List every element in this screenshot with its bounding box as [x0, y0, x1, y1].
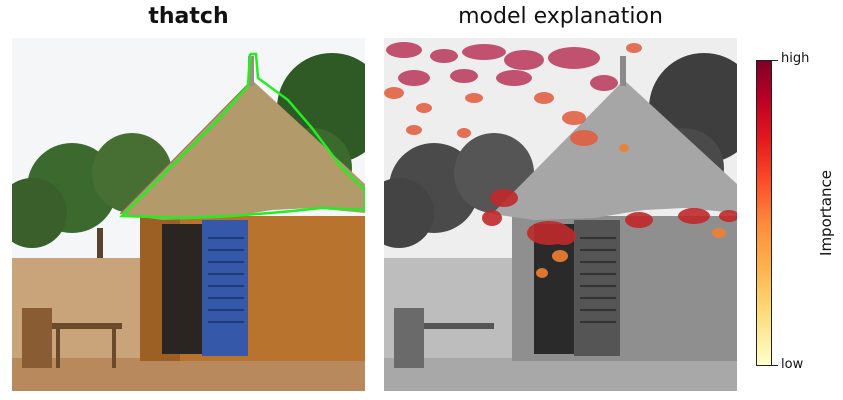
- hut-photo: [12, 38, 365, 391]
- colorbar-high-label: high: [781, 51, 810, 66]
- importance-colorbar: [756, 60, 772, 366]
- explanation-title: model explanation: [458, 4, 663, 29]
- colorbar-tick-high: [772, 60, 778, 61]
- colorbar-low-label: low: [781, 357, 804, 372]
- colorbar-axis-label: Importance: [817, 170, 835, 256]
- colorbar-tick-low: [772, 365, 778, 366]
- image-title: thatch: [148, 4, 229, 29]
- explanation-heatmap: [384, 38, 737, 391]
- explanation-panel: [384, 38, 737, 391]
- photo-panel: [12, 38, 365, 391]
